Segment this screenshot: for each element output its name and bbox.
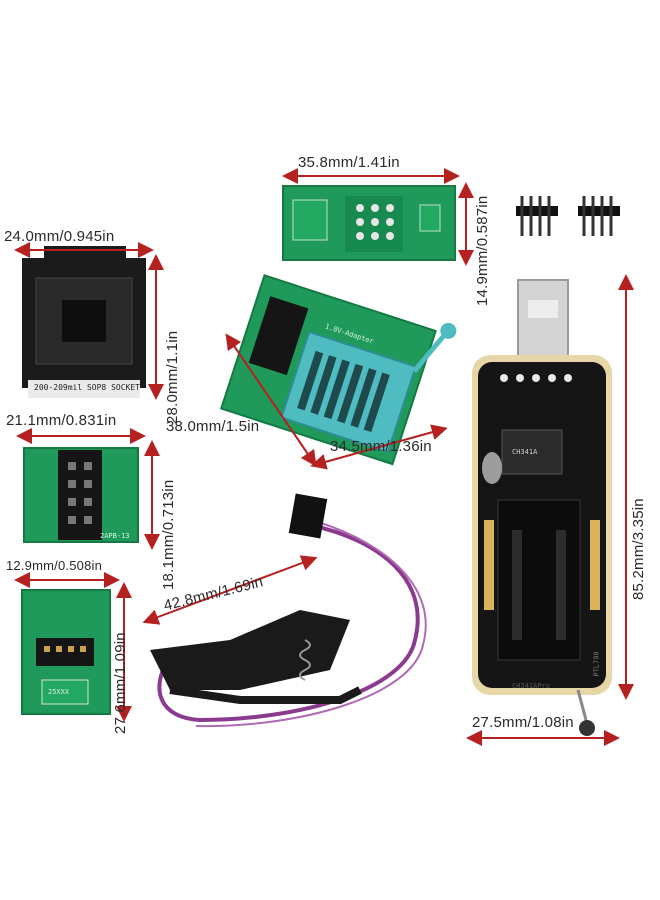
- socket-height-label: 28.0mm/1.1in: [164, 330, 181, 424]
- programmer-label: CH341APro: [512, 682, 550, 690]
- zif-width-label: 38.0mm/1.5in: [166, 418, 260, 435]
- dimension-arrows: [14, 168, 634, 746]
- ch341a-programmer: [472, 279, 612, 736]
- adapter-width-label: 35.8mm/1.41in: [298, 154, 400, 171]
- socket-width-label: 24.0mm/0.945in: [4, 228, 115, 245]
- chip-label: CH341A: [512, 448, 538, 456]
- pin-headers: [516, 196, 620, 236]
- soic-clip: [150, 493, 427, 728]
- programmer-width-label: 27.5mm/1.08in: [472, 714, 574, 731]
- socket-label: 200-209mil SOP8 SOCKET: [34, 383, 140, 392]
- adapter-board: [282, 185, 456, 261]
- soic-height-label: 27.6mm/1.09in: [112, 632, 129, 734]
- eight-pin-board: [23, 447, 139, 543]
- soic-width-label: 12.9mm/0.508in: [6, 558, 103, 573]
- soic-board: [21, 589, 111, 715]
- zif-depth-label: 34.5mm/1.36in: [330, 438, 432, 455]
- sop8-socket: [22, 246, 146, 398]
- adapter-height-label: 14.9mm/0.587in: [474, 195, 491, 306]
- ptl-label: PTL700: [592, 651, 601, 677]
- board-label: 2APB-13: [100, 532, 130, 540]
- programmer-length-label: 85.2mm/3.35in: [630, 498, 647, 600]
- board8-height-label: 18.1mm/0.713in: [160, 479, 177, 590]
- soic-label: 25XXX: [48, 688, 70, 696]
- board8-width-label: 21.1mm/0.831in: [6, 412, 117, 429]
